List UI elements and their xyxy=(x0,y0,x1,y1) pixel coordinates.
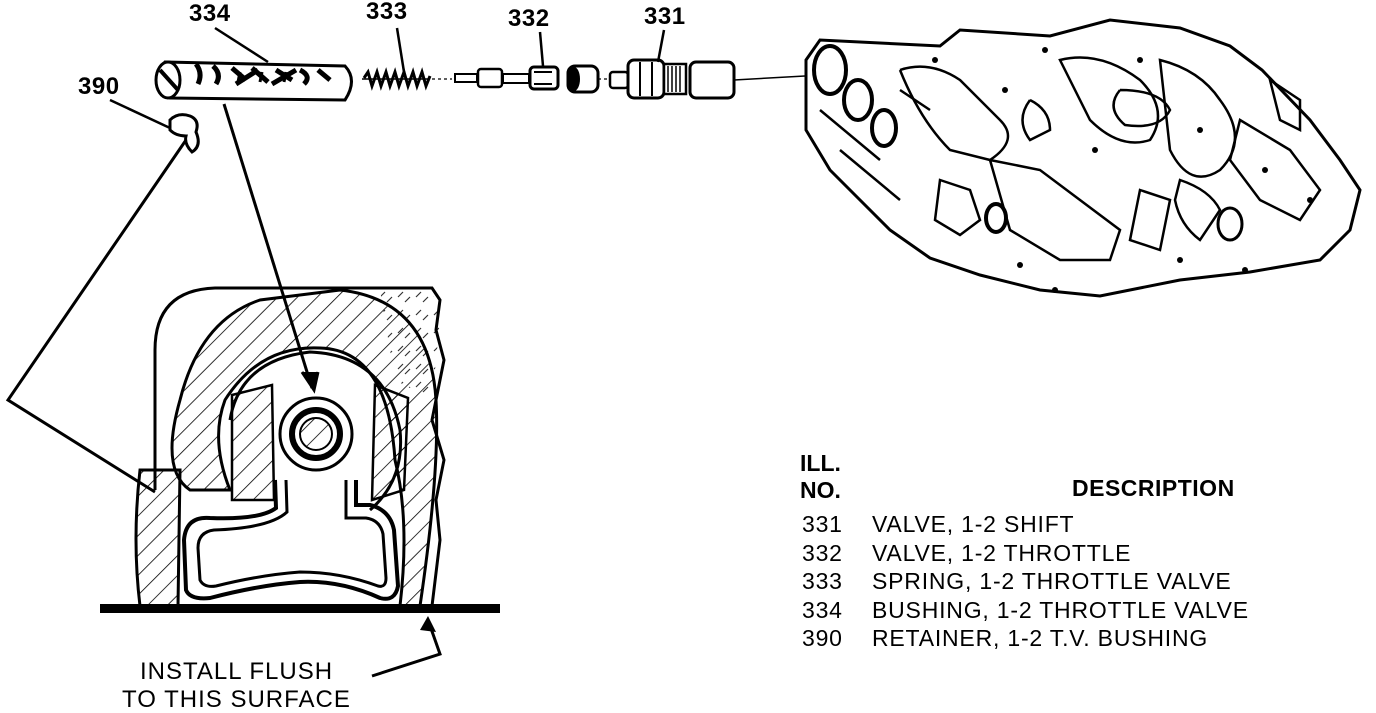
legend-row: 333 SPRING, 1-2 THROTTLE VALVE xyxy=(802,567,1249,596)
throttle-valve-drawing xyxy=(454,64,600,94)
parts-legend: ILL. NO. DESCRIPTION 331 VALVE, 1-2 SHIF… xyxy=(800,450,1360,651)
legend-row-number: 390 xyxy=(802,625,843,651)
bushing-drawing xyxy=(154,60,353,102)
legend-header-description: DESCRIPTION xyxy=(1072,475,1235,501)
legend-row-description: BUSHING, 1-2 THROTTLE VALVE xyxy=(872,596,1249,623)
shift-valve-drawing xyxy=(608,58,736,100)
legend-row-description: RETAINER, 1-2 T.V. BUSHING xyxy=(872,625,1209,651)
install-note-line2: TO THIS SURFACE xyxy=(122,686,351,713)
retainer-clip-drawing xyxy=(168,113,200,154)
install-note-line1: INSTALL FLUSH xyxy=(140,658,334,685)
callout-leaders xyxy=(109,26,666,130)
legend-row-number: 331 xyxy=(802,511,843,537)
callout-332: 332 xyxy=(508,5,550,32)
callout-333: 333 xyxy=(366,0,408,25)
valve-body-drawing xyxy=(804,18,1362,298)
legend-row-description: VALVE, 1-2 THROTTLE xyxy=(872,539,1132,566)
legend-row-number: 332 xyxy=(802,539,843,566)
assembly-axis-line xyxy=(733,75,806,81)
legend-row-number: 333 xyxy=(802,568,843,594)
legend-row-description: SPRING, 1-2 THROTTLE VALVE xyxy=(872,568,1232,594)
spring-drawing xyxy=(362,67,432,91)
legend-rows: 331 VALVE, 1-2 SHIFT 332 VALVE, 1-2 THRO… xyxy=(802,510,1249,653)
legend-row-number: 334 xyxy=(802,596,843,623)
callout-331: 331 xyxy=(644,3,686,30)
legend-header-ill: ILL. xyxy=(800,450,841,476)
legend-row: 334 BUSHING, 1-2 THROTTLE VALVE xyxy=(802,596,1249,625)
callout-334: 334 xyxy=(189,0,231,27)
callout-390: 390 xyxy=(78,73,120,100)
bore-cross-section-drawing xyxy=(100,286,500,678)
legend-row: 390 RETAINER, 1-2 T.V. BUSHING xyxy=(802,624,1249,653)
legend-row: 331 VALVE, 1-2 SHIFT xyxy=(802,510,1249,539)
legend-header-no: NO. xyxy=(800,477,841,503)
legend-row-description: VALVE, 1-2 SHIFT xyxy=(872,511,1075,537)
legend-row: 332 VALVE, 1-2 THROTTLE xyxy=(802,539,1249,568)
